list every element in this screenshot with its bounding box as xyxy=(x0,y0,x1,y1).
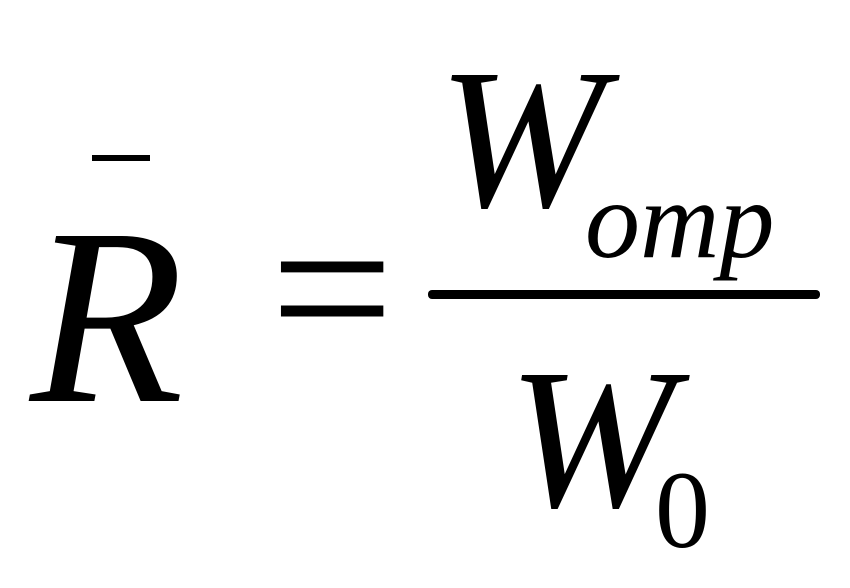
lhs-symbol: R xyxy=(30,176,184,456)
equals-sign: = xyxy=(270,166,395,410)
denominator-subscript: 0 xyxy=(655,449,710,571)
overbar-accent xyxy=(92,155,150,161)
denominator-base: W xyxy=(508,329,675,550)
numerator-base: W xyxy=(438,29,605,250)
numerator-subscript: отр xyxy=(585,159,775,281)
fraction-line xyxy=(428,290,820,299)
